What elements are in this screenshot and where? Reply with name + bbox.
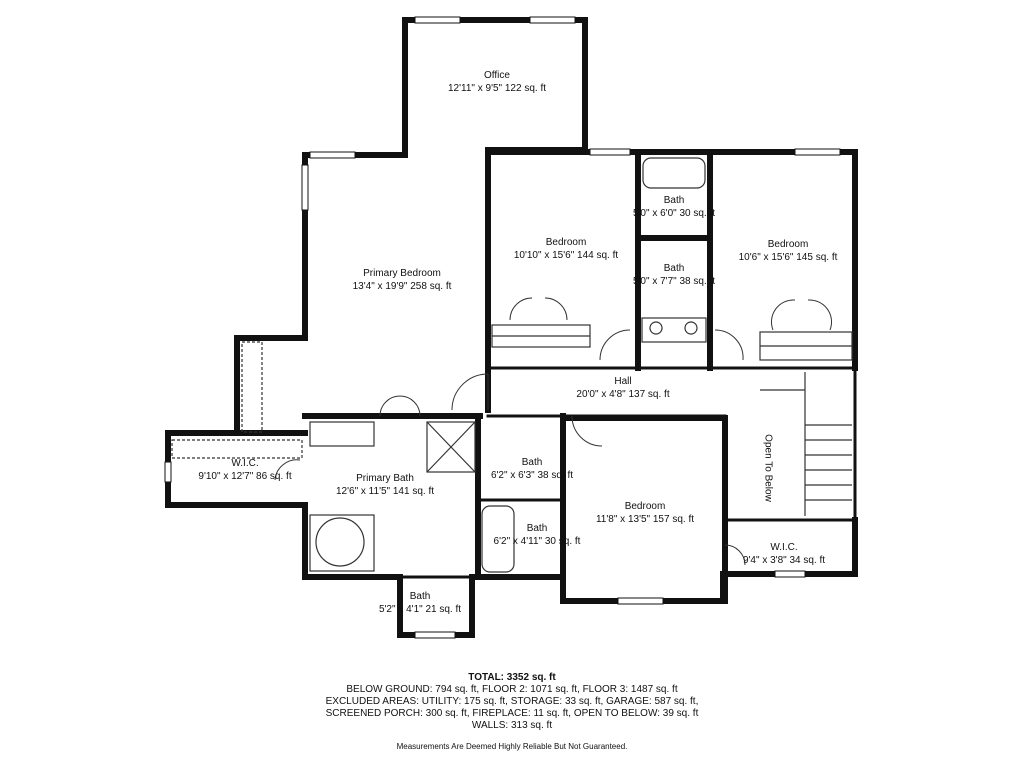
vanity-primary (309, 421, 375, 447)
open-to-below-label: Open To Below (762, 434, 774, 502)
tub-lower (481, 505, 515, 573)
stairs (760, 372, 852, 516)
room-label-wic-right: W.I.C.9'4" x 3'8" 34 sq. ft (742, 542, 826, 566)
tub-upper (642, 157, 706, 189)
primary-bedroom-wall (165, 17, 858, 638)
vanity-double (641, 317, 707, 343)
summary-line: EXCLUDED AREAS: UTILITY: 175 sq. ft, STO… (325, 696, 699, 707)
room-label-wic-left: W.I.C.9'10" x 12'7" 86 sq. ft (198, 458, 292, 482)
doors (274, 297, 833, 566)
wic-left-shelf2 (241, 341, 263, 433)
wic-left-shelf (171, 439, 303, 459)
open-below-wall (723, 366, 857, 522)
area-summary: TOTAL: 3352 sq. ft BELOW GROUND: 794 sq.… (0, 672, 1024, 732)
windows (164, 16, 841, 639)
summary-line: SCREENED PORCH: 300 sq. ft, FIREPLACE: 1… (325, 708, 699, 719)
corner-tub (315, 517, 365, 567)
shower (426, 421, 476, 473)
summary-line: BELOW GROUND: 794 sq. ft, FLOOR 2: 1071 … (346, 684, 678, 695)
floor-plan (164, 16, 858, 639)
disclaimer: Measurements Are Deemed Highly Reliable … (396, 742, 628, 751)
summary-line: WALLS: 313 sq. ft (471, 720, 553, 731)
fixtures (171, 157, 853, 573)
total-area: TOTAL: 3352 sq. ft (468, 672, 556, 683)
